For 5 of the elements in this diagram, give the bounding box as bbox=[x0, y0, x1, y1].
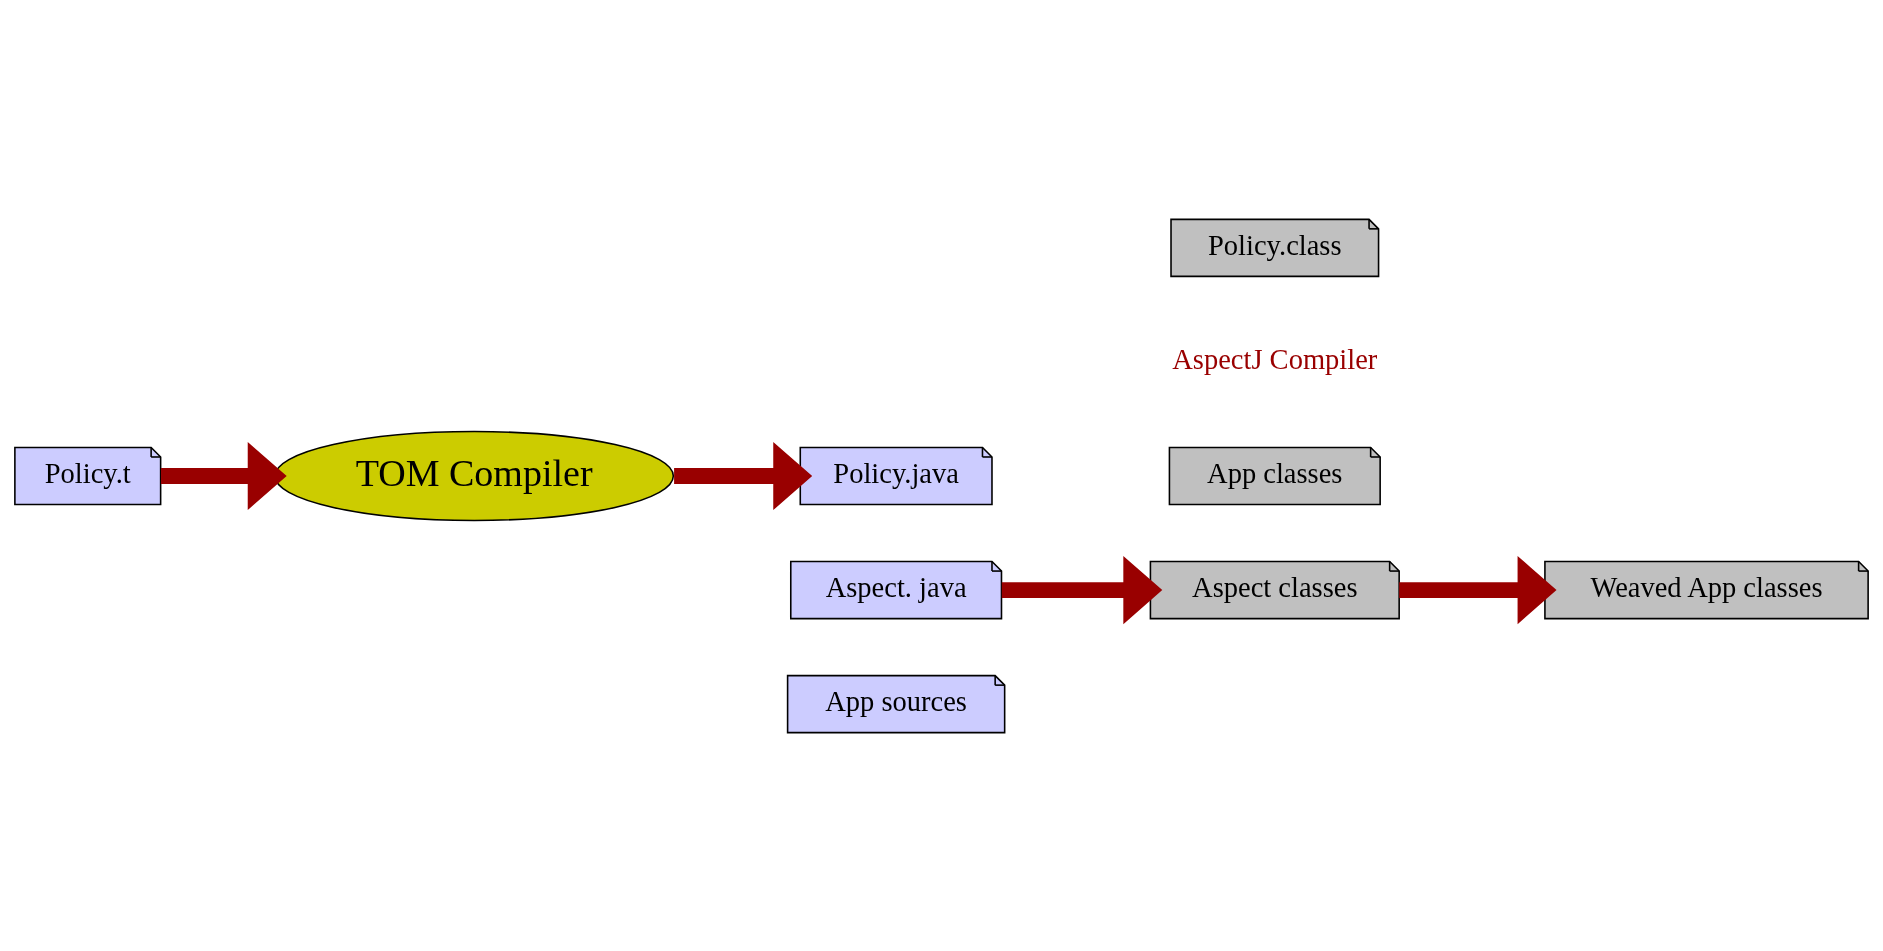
arrow bbox=[674, 441, 813, 510]
arrow bbox=[160, 441, 287, 510]
label: AspectJ Compiler bbox=[1172, 343, 1378, 375]
arrow bbox=[1001, 555, 1163, 624]
arrow bbox=[1399, 555, 1557, 624]
